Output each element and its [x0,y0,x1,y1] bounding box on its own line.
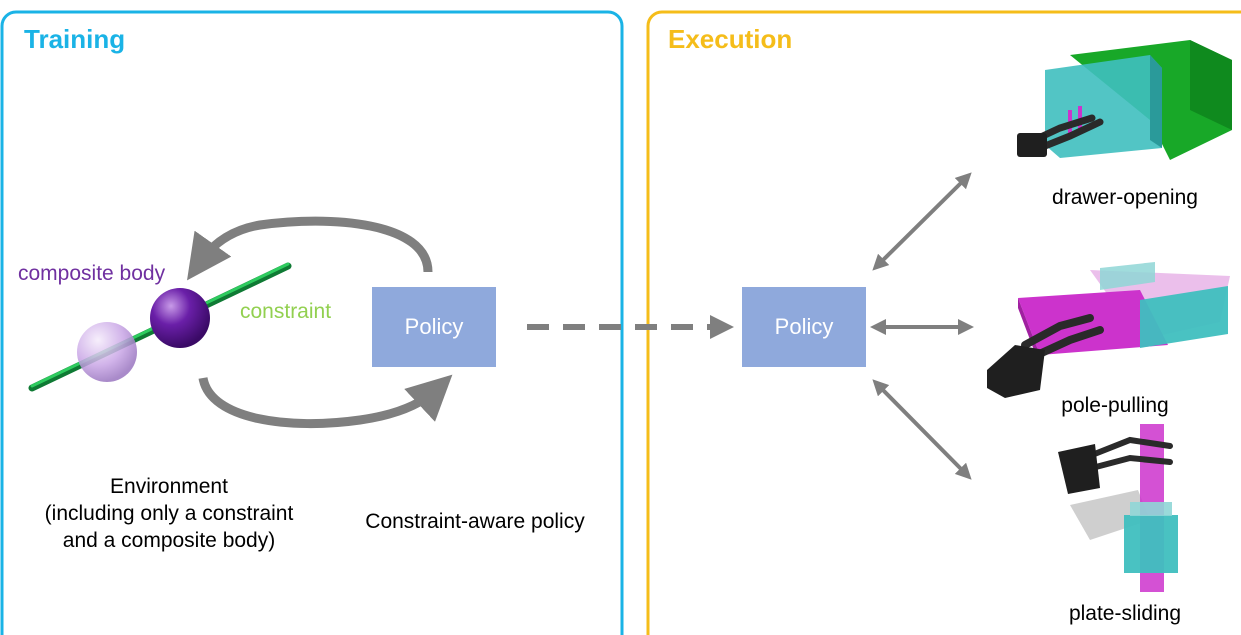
drawer-opening-image [1017,40,1232,160]
training-panel [0,10,624,635]
execution-title: Execution [668,24,793,54]
composite-body-ghost-sphere [77,322,137,382]
arrow-to-drawer [872,172,972,271]
plate-sliding-image [1058,424,1178,592]
training-policy-box: Policy [372,287,496,367]
environment-caption-line3: and a composite body) [62,529,276,552]
task-label-pole-pulling: pole-pulling [1061,394,1169,417]
task-label-plate-sliding: plate-sliding [1068,602,1182,625]
loop-arrow-top [187,216,433,281]
constraint-label: constraint [240,300,332,323]
training-title: Training [24,24,126,54]
loop-arrow-bottom [198,374,453,429]
execution-policy-box: Policy [742,287,866,367]
environment-caption-line1: Environment [110,475,228,498]
execution-panel [646,10,1241,635]
environment-caption-line2: (including only a constraint [44,502,294,525]
composite-body-label: composite body [18,262,166,285]
composite-body-sphere [150,288,210,348]
environment-caption: Environment (including only a constraint… [10,473,328,554]
policy-caption: Constraint-aware policy [365,510,585,533]
arrow-to-plate [872,379,972,480]
pole-pulling-image [987,262,1230,398]
task-label-drawer-opening: drawer-opening [1052,186,1198,209]
